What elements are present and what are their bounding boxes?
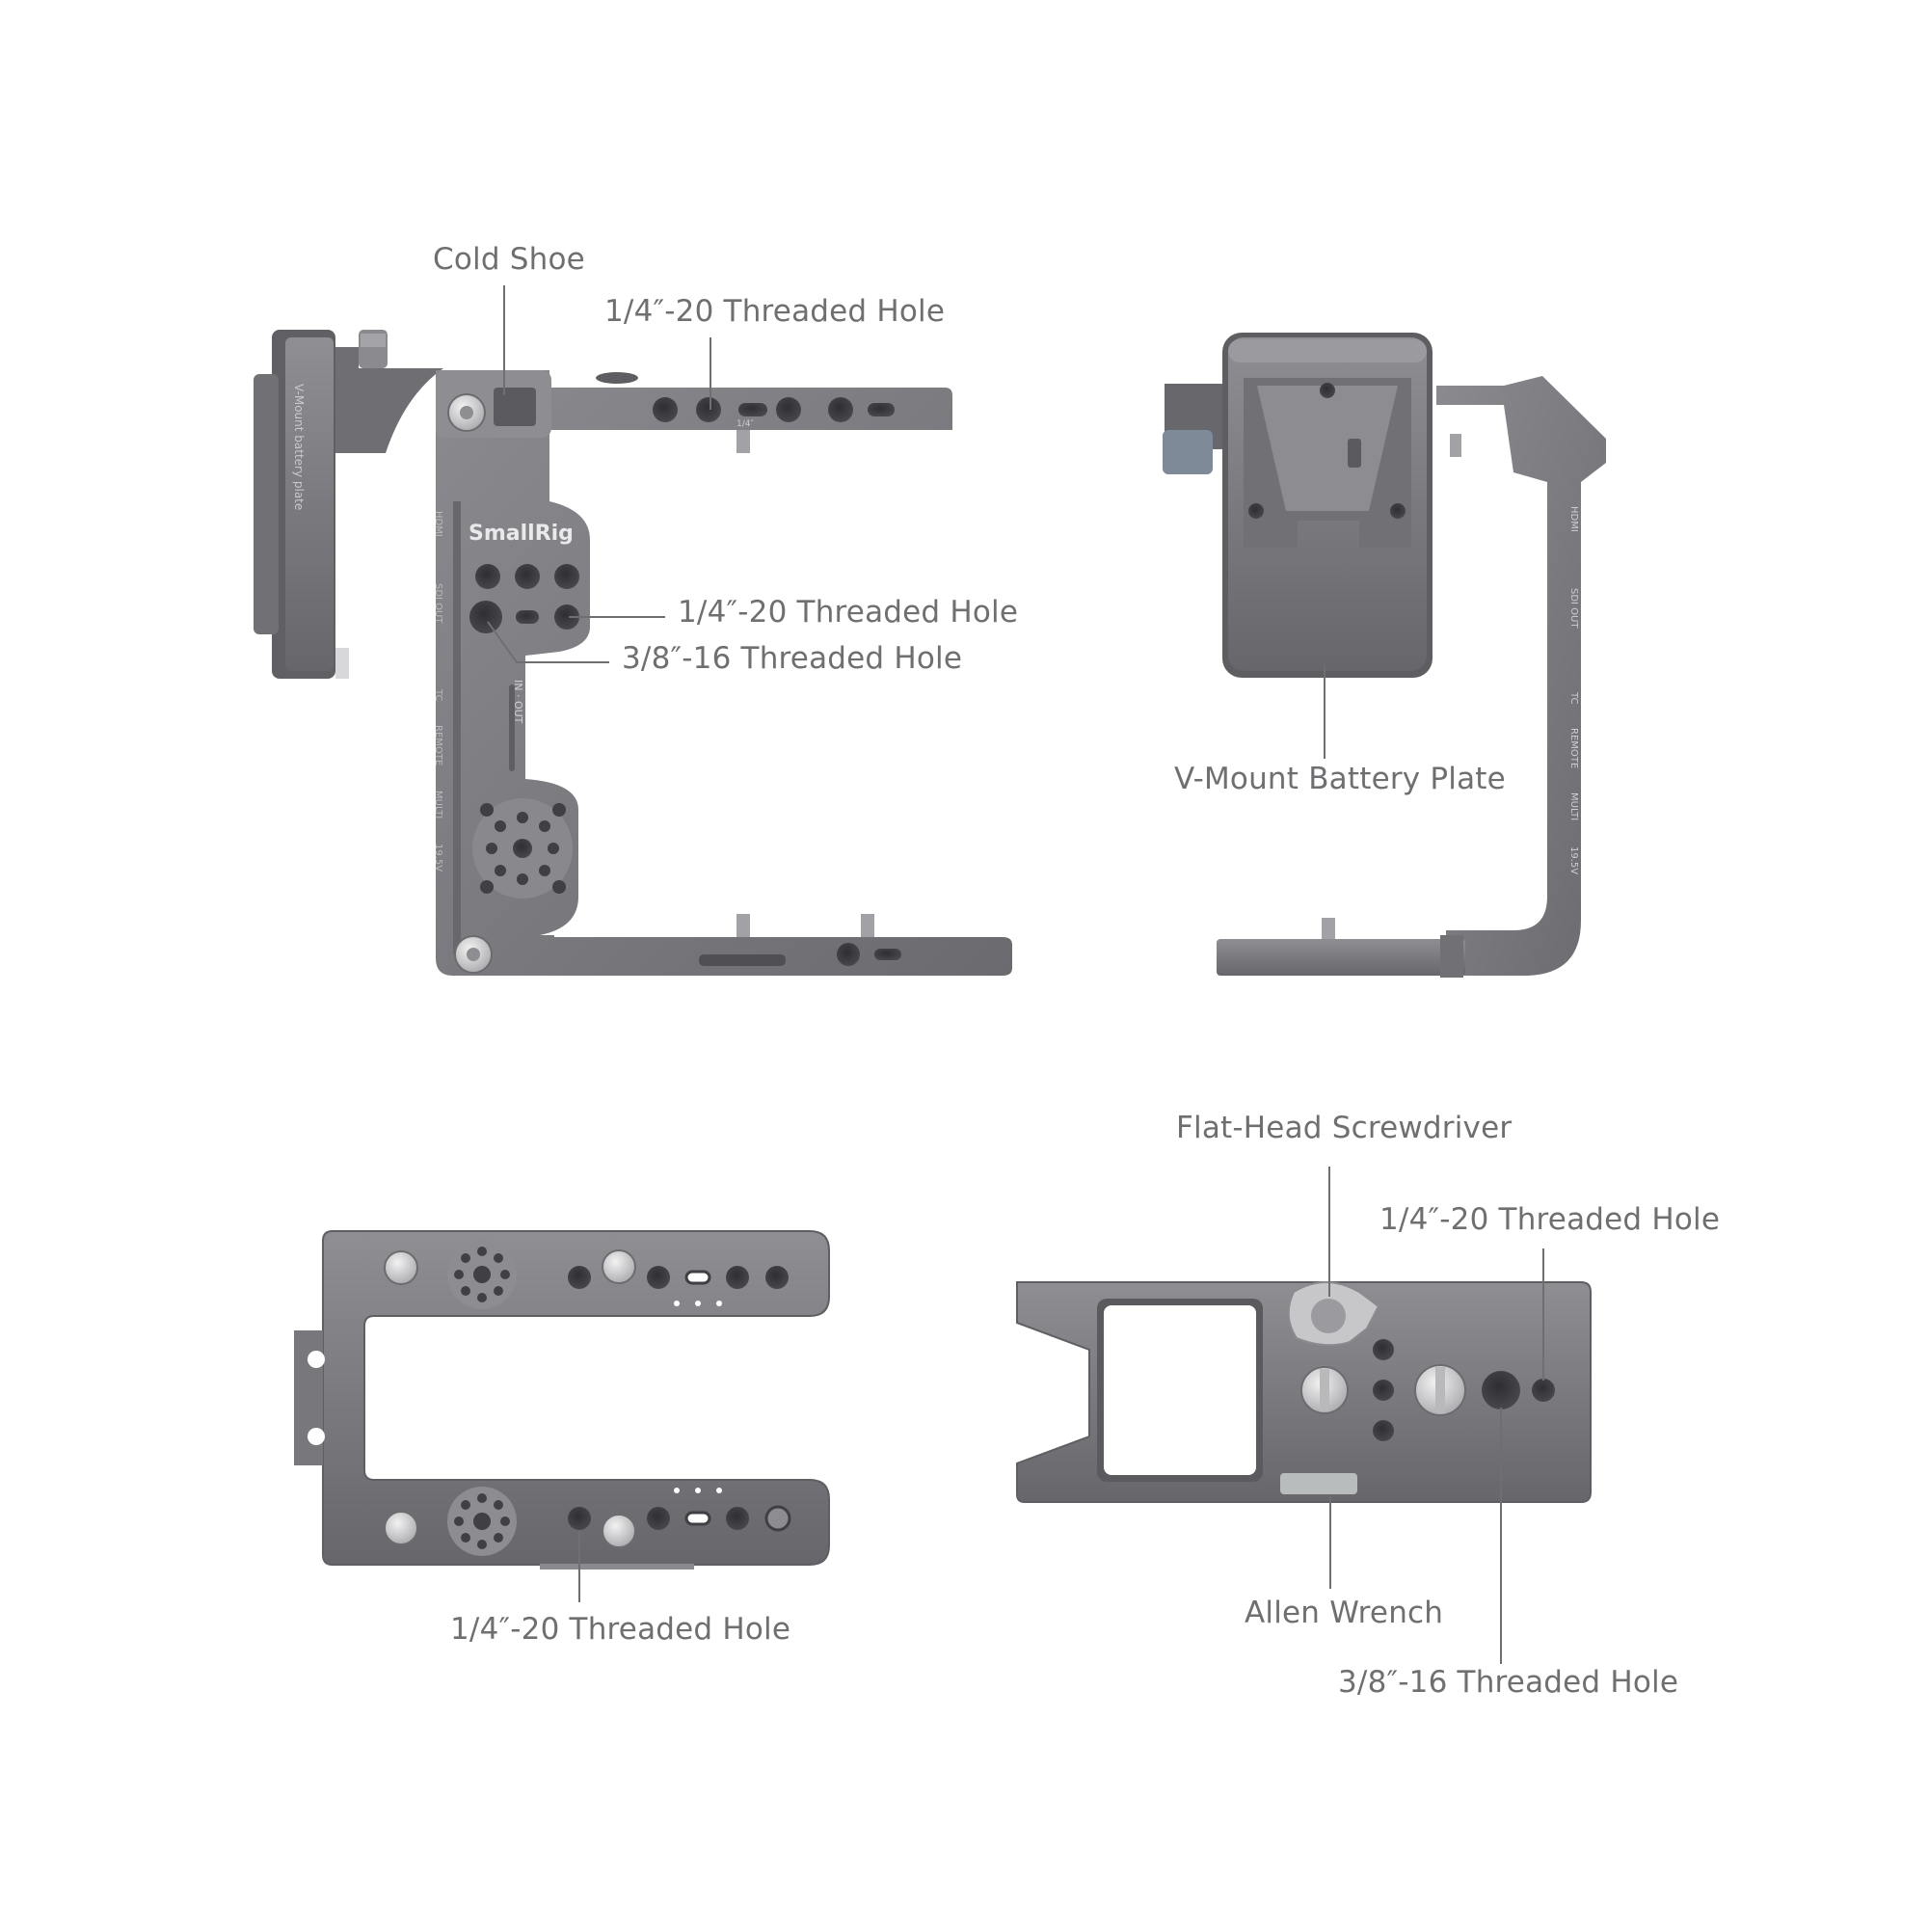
- top-view: [294, 1230, 830, 1602]
- label-top-view-threaded-hole: 1/4″-20 Threaded Hole: [450, 1612, 791, 1647]
- top-arm-slot: [868, 403, 895, 416]
- label-bottom-quarter-threaded-hole: 1/4″-20 Threaded Hole: [1379, 1202, 1721, 1237]
- flat-head-screwdriver: [1287, 1281, 1380, 1347]
- front-leader-lines: [487, 285, 711, 663]
- top-view-screw: [602, 1249, 636, 1284]
- bottom-bar-screw: [736, 914, 750, 937]
- label-bottom-three-eighths-threaded-hole: 3/8″-16 Threaded Hole: [1338, 1665, 1679, 1700]
- bottom-bar-screw: [861, 914, 874, 937]
- port-tc: TC: [433, 688, 443, 702]
- port-hdmi: HDMI: [433, 511, 443, 537]
- label-v-mount-battery-plate: V-Mount Battery Plate: [1174, 762, 1506, 796]
- top-arm-hole: [696, 397, 721, 422]
- label-mid-quarter-threaded-hole: 1/4″-20 Threaded Hole: [678, 595, 1019, 630]
- front-rosette: [472, 798, 573, 899]
- label-top-threaded-hole: 1/4″-20 Threaded Hole: [604, 294, 946, 329]
- quarter-hole: [568, 1507, 591, 1530]
- in-out-engraving: IN · OUT: [512, 680, 524, 724]
- top-view-rosette: [447, 1240, 517, 1309]
- label-flat-head-screwdriver: Flat-Head Screwdriver: [1176, 1111, 1513, 1145]
- front-cage-body: 1/4″ SmallRig: [433, 370, 1012, 976]
- rear-bottom-screw: [1322, 918, 1335, 939]
- bottom-view: [1016, 1167, 1592, 1664]
- rear-view: HDMI SDI OUT TC REMOTE MULTI 19.5V: [1163, 333, 1606, 978]
- quarter-hole: [554, 604, 579, 630]
- top-view-screw: [384, 1511, 418, 1545]
- battery-plate-engraving: V-Mount battery plate: [292, 384, 306, 510]
- label-mid-three-eighths-threaded-hole: 3/8″-16 Threaded Hole: [622, 641, 963, 676]
- port-19-5v: 19.5V: [433, 844, 443, 872]
- port-multi: MULTI: [433, 791, 443, 818]
- label-allen-wrench: Allen Wrench: [1245, 1596, 1444, 1630]
- three-eighths-hole: [1482, 1371, 1520, 1409]
- rear-port-sdi-out: SDI OUT: [1568, 588, 1579, 629]
- top-thread-mark: 1/4″: [736, 419, 754, 429]
- rear-vmount-plate: [1222, 333, 1433, 678]
- top-view-screw: [602, 1514, 636, 1548]
- front-cold-shoe-arm: [335, 330, 443, 453]
- top-arm-hole: [653, 397, 678, 422]
- rear-port-multi: MULTI: [1568, 792, 1579, 820]
- label-cold-shoe: Cold Shoe: [433, 242, 585, 277]
- top-arm-hole: [828, 397, 853, 422]
- front-battery-plate: V-Mount battery plate: [254, 330, 349, 679]
- top-arm-slot: [738, 403, 767, 416]
- port-remote: REMOTE: [433, 725, 443, 765]
- top-arm-hole: [776, 397, 801, 422]
- rear-port-hdmi: HDMI: [1568, 506, 1579, 532]
- bottom-view-cutout: [1104, 1305, 1256, 1475]
- top-view-rosette: [447, 1487, 517, 1556]
- smallrig-logo: SmallRig: [469, 522, 574, 546]
- bottom-bar-slot: [699, 954, 786, 966]
- three-eighths-hole: [469, 601, 502, 633]
- rear-port-remote: REMOTE: [1568, 728, 1579, 768]
- front-view: V-Mount battery plate 1/4″: [254, 285, 1012, 976]
- leader-mid-three-eighths-hole: [487, 621, 609, 663]
- top-arm-screw: [736, 430, 750, 453]
- rear-top-screw: [1450, 434, 1461, 457]
- rear-port-19-5v: 19.5V: [1568, 846, 1579, 874]
- front-mid-holes: [469, 564, 579, 633]
- rear-port-tc: TC: [1568, 691, 1579, 705]
- top-view-screw: [384, 1250, 418, 1285]
- allen-wrench: [1280, 1473, 1357, 1494]
- top-view-plate: [322, 1230, 830, 1566]
- port-sdi-out: SDI OUT: [433, 583, 443, 624]
- quarter-hole: [1532, 1379, 1555, 1402]
